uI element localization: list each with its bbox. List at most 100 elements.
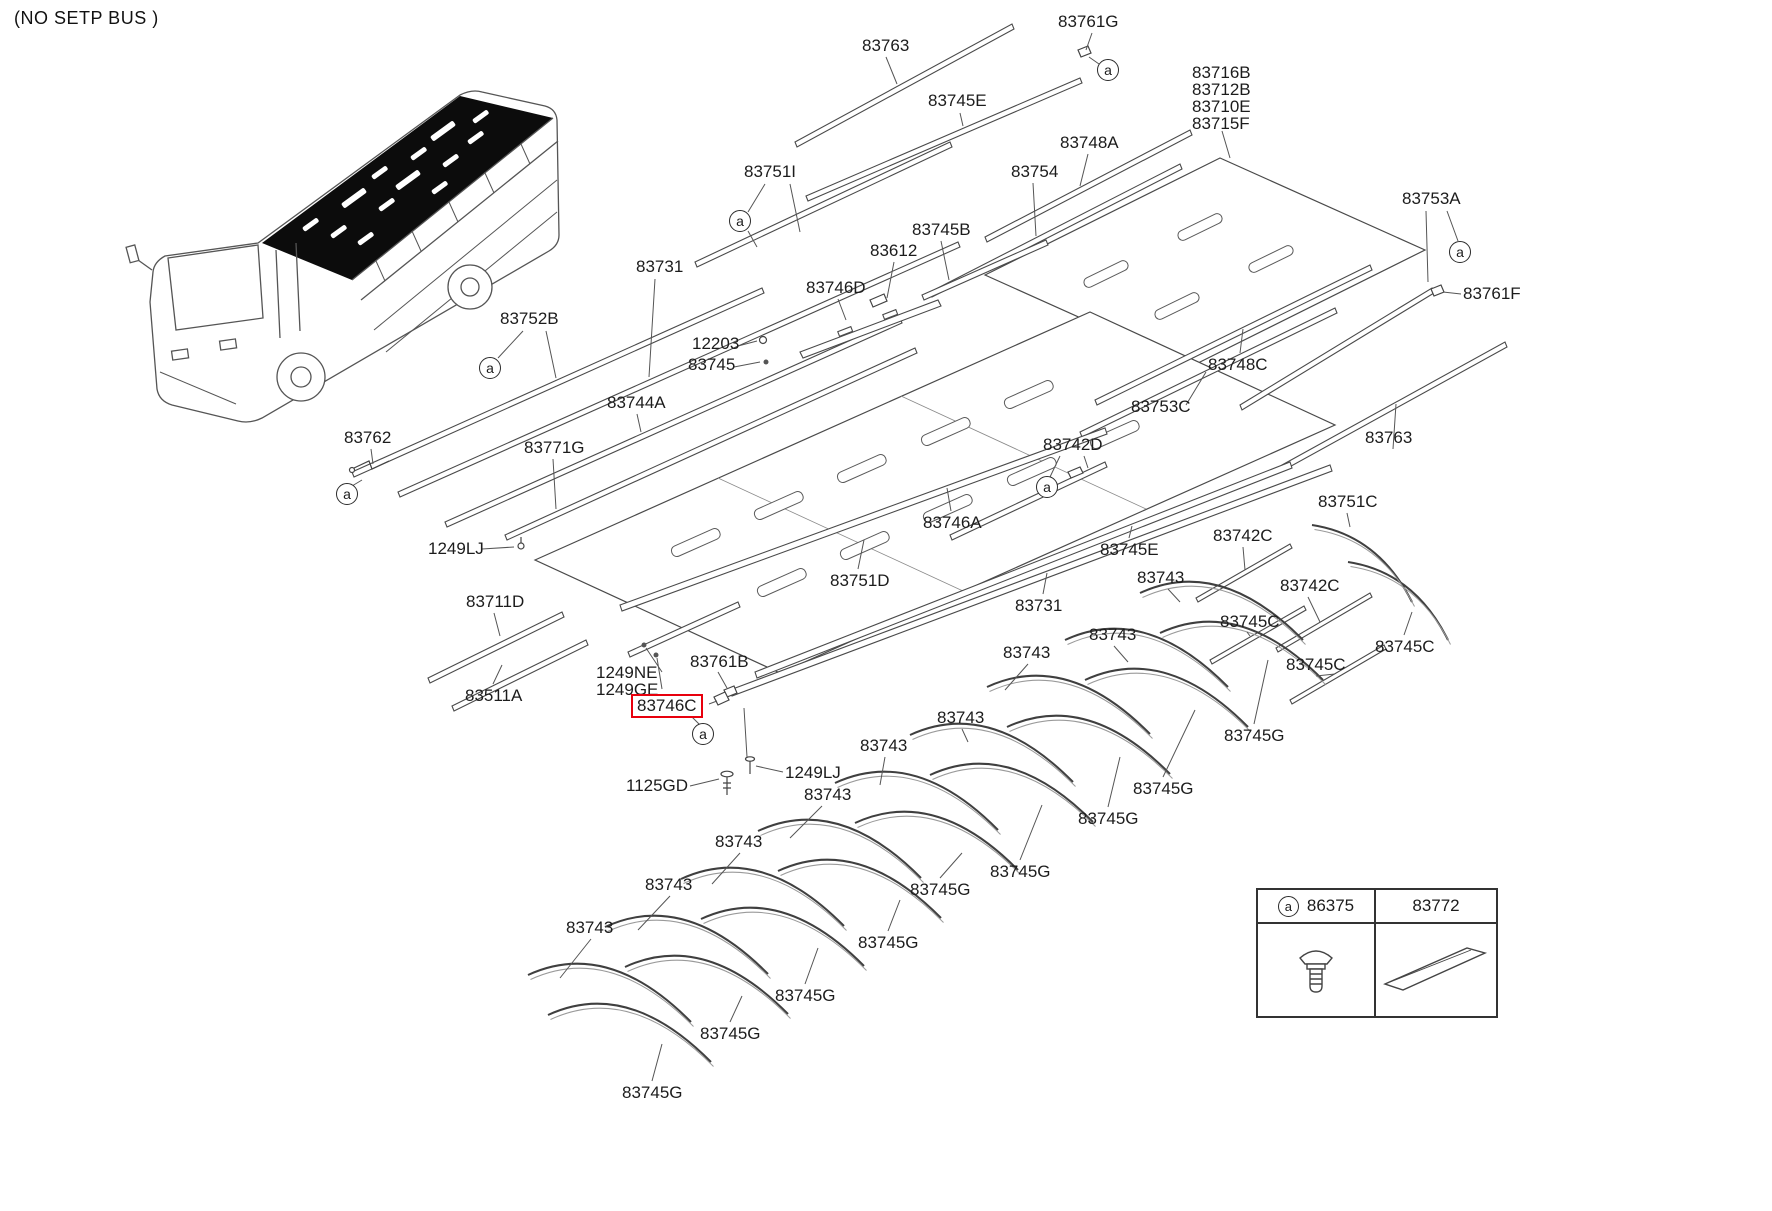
part-label[interactable]: 83731 [1015, 596, 1063, 615]
bolt-12203 [758, 335, 768, 345]
bracket-83612 [869, 293, 888, 308]
part-label[interactable]: 83745G [1133, 779, 1194, 798]
part-label[interactable]: 83745C [1220, 612, 1280, 631]
part-label[interactable]: 83745G [775, 986, 836, 1005]
part-label[interactable]: 83745G [700, 1024, 761, 1043]
part-label[interactable]: 1249NE [596, 663, 658, 682]
part-label[interactable]: 83745E [928, 91, 987, 110]
part-label[interactable]: 83745G [622, 1083, 683, 1102]
part-label[interactable]: 83752B [500, 309, 559, 328]
bracket-83742D [1067, 466, 1084, 479]
assembly-marker-a: a [1036, 476, 1058, 498]
assembly-marker-a: a [692, 723, 714, 745]
part-label[interactable]: 83743 [645, 875, 693, 894]
part-label[interactable]: 83754 [1011, 162, 1059, 181]
part-label[interactable]: 83731 [636, 257, 684, 276]
part-label[interactable]: 83712B [1192, 80, 1251, 99]
assembly-marker-a: a [479, 357, 501, 379]
part-label[interactable]: 83761G [1058, 12, 1119, 31]
clip-83761G [1077, 45, 1092, 58]
part-label[interactable]: 83751D [830, 571, 890, 590]
bus-illustration [125, 90, 560, 423]
part-label[interactable]: 12203 [692, 334, 740, 353]
bracket-83762 [353, 460, 390, 470]
part-label[interactable]: 83742D [1043, 435, 1103, 454]
part-label-highlighted[interactable]: 83746C [631, 694, 703, 718]
fastener-83745 [763, 359, 769, 365]
part-label[interactable]: 83745C [1286, 655, 1346, 674]
assembly-marker-a: a [1449, 241, 1471, 263]
leader-lines [351, 32, 1462, 1082]
clip-1249GE [653, 652, 659, 658]
part-label[interactable]: 1125GD [626, 776, 689, 795]
part-label[interactable]: 83745E [1100, 540, 1159, 559]
assembly-marker-a: a [1097, 59, 1119, 81]
part-label[interactable]: 83743 [804, 785, 852, 804]
legend-strip-part-number: 83772 [1412, 896, 1460, 915]
roof-rails [351, 23, 1508, 712]
part-label[interactable]: 83746D [806, 278, 866, 297]
legend-fastener-part-number: 86375 [1306, 896, 1355, 915]
part-label[interactable]: 83511A [465, 686, 523, 705]
part-label[interactable]: 83751C [1318, 492, 1378, 511]
diagram-variant-note: (NO SETP BUS ) [14, 8, 159, 28]
part-label[interactable]: 83743 [860, 736, 908, 755]
molding-strips [527, 524, 1451, 1067]
part-label[interactable]: 83715F [1192, 114, 1250, 133]
clip-1249NE [641, 642, 647, 648]
part-label[interactable]: 83745G [858, 933, 919, 952]
part-label[interactable]: 83748A [1060, 133, 1119, 152]
part-label[interactable]: 83745G [990, 862, 1051, 881]
clip-1249LJ [517, 542, 525, 550]
part-label[interactable]: 83711D [466, 592, 525, 611]
part-label[interactable]: 83763 [862, 36, 910, 55]
part-label[interactable]: 83745C [1375, 637, 1435, 656]
part-label[interactable]: 83753A [1402, 189, 1461, 208]
part-label[interactable]: 83763 [1365, 428, 1413, 447]
bus-rear-wheel [447, 264, 493, 310]
bus-windshield [167, 244, 264, 331]
part-label[interactable]: 1249LJ [428, 539, 484, 558]
part-label[interactable]: 83745G [1078, 809, 1139, 828]
part-label[interactable]: 1249LJ [785, 763, 841, 782]
part-label[interactable]: 83762 [344, 428, 392, 447]
part-label[interactable]: 83745G [910, 880, 971, 899]
bolt-1125GD [720, 770, 734, 778]
part-label[interactable]: 83742C [1280, 576, 1340, 595]
part-label[interactable]: 83761B [690, 652, 749, 671]
legend-table: a 86375 83772 [1256, 888, 1498, 1018]
part-label[interactable]: 83743 [1137, 568, 1185, 587]
clip-83761F [1430, 284, 1445, 297]
part-label[interactable]: 83746A [923, 513, 982, 532]
part-label[interactable]: 83748C [1208, 355, 1268, 374]
legend-marker-a: a [1277, 895, 1299, 917]
part-83746C [713, 691, 730, 706]
part-label[interactable]: 83753C [1131, 397, 1191, 416]
part-label[interactable]: 83710E [1192, 97, 1251, 116]
legend-fastener-cell [1257, 923, 1375, 1017]
assembly-marker-a: a [336, 483, 358, 505]
assembly-marker-a: a [729, 210, 751, 232]
part-label[interactable]: 83745G [1224, 726, 1285, 745]
part-label[interactable]: 83612 [870, 241, 918, 260]
part-label[interactable]: 83716B [1192, 63, 1251, 82]
part-label[interactable]: 83771G [524, 438, 585, 457]
part-label[interactable]: 83743 [715, 832, 763, 851]
part-label[interactable]: 83742C [1213, 526, 1273, 545]
part-label[interactable]: 83743 [1089, 625, 1137, 644]
part-label[interactable]: 83743 [1003, 643, 1051, 662]
part-label[interactable]: 83751I [744, 162, 796, 181]
legend-strip-cell [1375, 923, 1497, 1017]
part-label[interactable]: 83745 [688, 355, 736, 374]
part-label[interactable]: 83744A [607, 393, 666, 412]
bus-front-wheel [276, 352, 326, 402]
part-label[interactable]: 83743 [566, 918, 614, 937]
part-label[interactable]: 83743 [937, 708, 985, 727]
legend-strip-header: 83772 [1375, 889, 1497, 923]
part-label[interactable]: 83745B [912, 220, 971, 239]
part-label[interactable]: 83761F [1463, 284, 1521, 303]
